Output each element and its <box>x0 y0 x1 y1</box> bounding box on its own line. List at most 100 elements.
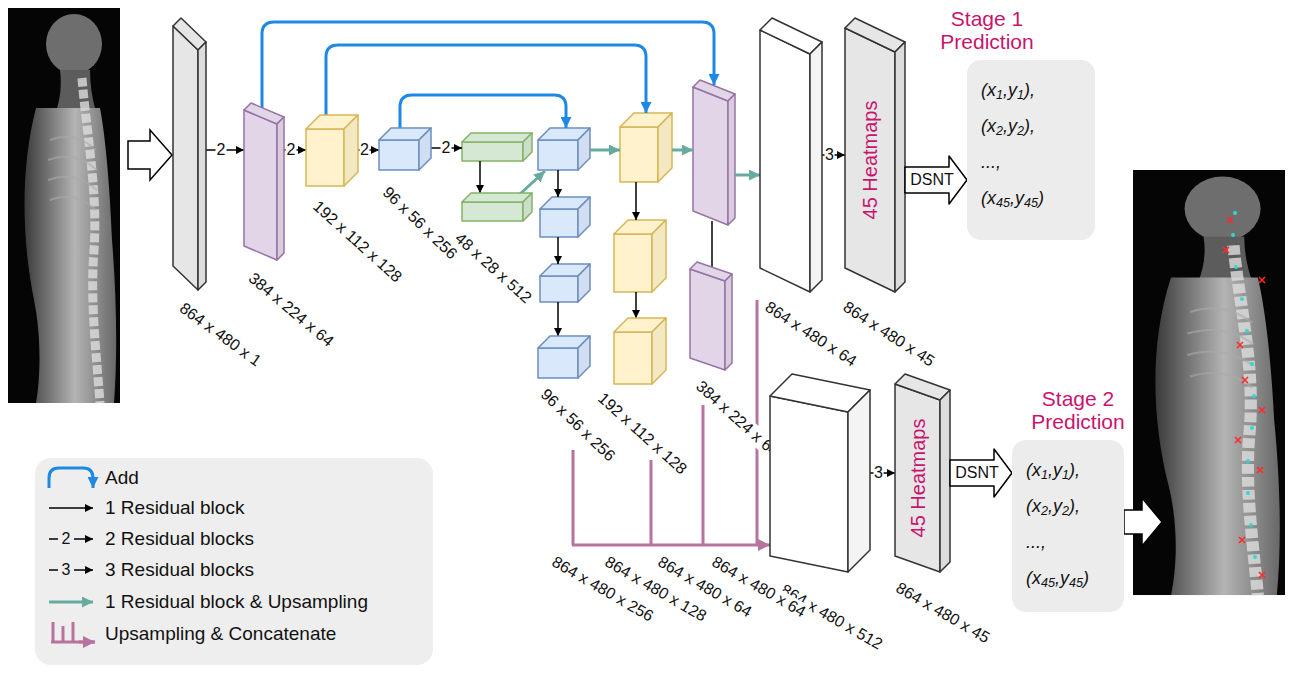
feature-map-outline <box>306 115 358 186</box>
residual-sample <box>49 507 93 509</box>
feature-map-outline <box>379 128 431 170</box>
shape-face <box>690 262 732 281</box>
feature-map-outline <box>770 374 870 572</box>
block-count: 2 <box>359 141 370 159</box>
shape-face <box>538 140 578 170</box>
shape-face <box>652 318 666 384</box>
subscript: 2 <box>1062 504 1069 518</box>
legend-text: Upsampling & Concatenate <box>105 623 336 645</box>
residual-arrow <box>557 170 559 197</box>
shape-face <box>419 128 431 170</box>
residual-sample <box>49 569 58 571</box>
shape-face <box>950 449 1012 497</box>
shape-face <box>770 396 848 572</box>
feature-map: 96 x 56 x 256 <box>379 128 431 170</box>
feature-map <box>620 113 672 182</box>
subscript: 1 <box>996 88 1003 102</box>
add-arrow <box>400 95 566 128</box>
concat-sample <box>79 641 95 644</box>
feature-map: 864 x 480 x 64 <box>760 18 822 292</box>
shape-face <box>725 274 732 370</box>
upsampling-arrow <box>520 171 545 194</box>
residual-sample <box>74 538 93 540</box>
shape-face <box>344 115 358 186</box>
output-arrow <box>1124 498 1162 546</box>
concat-sample <box>51 622 95 642</box>
operator-label: DSNT <box>955 464 999 482</box>
input-arrow <box>128 130 172 180</box>
block-count: 2 <box>441 139 452 157</box>
stage-heading: Stage 2 Prediction <box>1022 387 1134 434</box>
shape-face <box>578 197 590 237</box>
dimension-label: 384 x 224 x 64 <box>243 268 338 352</box>
dimension-label: 864 x 480 x 1 <box>174 298 266 372</box>
feature-map-outline <box>760 18 822 292</box>
shape-face <box>693 87 728 225</box>
feature-map <box>462 133 532 161</box>
stage-heading: Stage 1 Prediction <box>931 7 1043 54</box>
heatmap-label: 45 Heatmaps <box>859 101 881 220</box>
feature-map: 48 x 28 x 512 <box>462 193 532 221</box>
dsnt-arrow: DSNT <box>905 156 967 204</box>
residual-sample <box>49 538 58 540</box>
legend-text: 1 Residual block <box>105 497 244 519</box>
feature-map-outline <box>462 193 532 221</box>
residual-arrow <box>557 302 559 336</box>
subscript: 45 <box>1041 576 1055 590</box>
residual-sample <box>74 569 93 571</box>
upsampling-arrow <box>672 149 693 152</box>
feature-map: 384 x 224 x 64 <box>244 103 284 260</box>
upsampling-arrow <box>735 174 760 177</box>
block-count: 2 <box>216 141 227 159</box>
concat-line <box>650 460 653 545</box>
subscript: 1 <box>1017 88 1024 102</box>
block-count: 2 <box>61 530 72 548</box>
shape-face <box>462 133 532 142</box>
shape-face <box>760 18 822 54</box>
feature-map-outline <box>614 318 666 384</box>
predicted-points <box>1233 213 1255 557</box>
shape-face <box>658 113 672 182</box>
ground-truth-points <box>1223 217 1265 578</box>
shape-face <box>244 110 277 260</box>
feature-map: 192 x 112 x 128 <box>306 115 358 186</box>
shape-face <box>173 18 206 50</box>
shape-face <box>810 42 822 292</box>
shape-face <box>905 156 967 204</box>
block-count: 3 <box>61 561 72 579</box>
coordinate-list: (x1,y1), (x2,y2), ..., (x45,y45) <box>981 72 1044 216</box>
coordinate-list: (x1,y1), (x2,y2), ..., (x45,y45) <box>1026 452 1089 596</box>
subscript: 45 <box>996 196 1010 210</box>
subscript: 2 <box>1017 124 1024 138</box>
heatmap-stack: 45 Heatmaps864 x 480 x 45 <box>845 18 905 292</box>
shape-face <box>760 30 810 292</box>
shape-face <box>620 127 658 182</box>
prediction-box: Stage 2 Prediction(x1,y1), (x2,y2), ...,… <box>1012 440 1124 612</box>
operator-label: DSNT <box>910 171 954 189</box>
subscript: 45 <box>1024 196 1038 210</box>
shape-face <box>578 336 590 378</box>
feature-map: 192 x 112 x 128 <box>614 318 666 384</box>
shape-face <box>614 332 652 384</box>
legend-text: 2 Residual blocks <box>105 528 254 550</box>
legend-text: 3 Residual blocks <box>105 559 254 581</box>
shape-face <box>462 202 523 221</box>
feature-map <box>540 197 590 237</box>
shape-face <box>690 269 725 370</box>
legend-text: Add <box>105 467 139 489</box>
input-plane: 864 x 480 x 1 <box>173 18 206 290</box>
feature-map-outline <box>538 336 590 378</box>
add-arrow <box>326 45 646 115</box>
feature-map-outline <box>244 103 284 260</box>
heatmap-stack: 45 Heatmaps864 x 480 x 45 <box>895 374 950 572</box>
shape-face <box>462 193 532 202</box>
dimension-label: 48 x 28 x 512 <box>450 228 537 309</box>
subscript: 2 <box>996 124 1003 138</box>
feature-map <box>693 80 735 225</box>
shape-face <box>462 142 523 161</box>
concat-line <box>702 405 705 545</box>
shape-face <box>277 117 284 260</box>
feature-map: 96 x 56 x 256 <box>538 336 590 378</box>
shape-face <box>895 42 905 292</box>
